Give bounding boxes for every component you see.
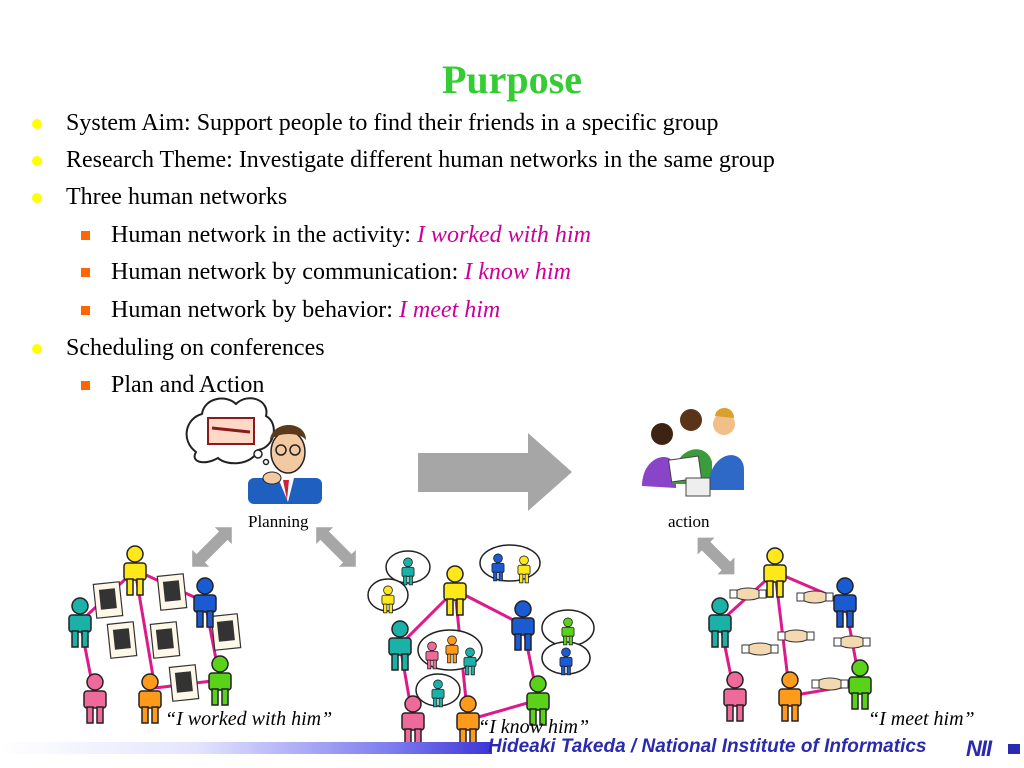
footer-credit: Hideaki Takeda / National Institute of I… [488,736,927,757]
bullet-dot-icon [32,119,42,129]
slide-title: Purpose [442,57,582,102]
bullet-dot-icon [32,156,42,166]
bullet-square-icon [81,306,90,315]
bullet-square-icon [81,231,90,240]
worked-with-label: “I worked with him” [165,708,333,730]
bullet-item: System Aim: Support people to find their… [32,106,719,140]
nii-logo: NII [966,736,992,761]
bullet-square-icon [81,381,90,390]
bullet-dot-icon [32,193,42,203]
meeting-people-illustration [642,407,744,497]
know-network [367,544,595,746]
action-label: action [668,512,710,531]
bidirectional-arrow-icon [697,537,735,575]
sub-bullet-item: Human network in the activity: I worked … [81,218,591,252]
footer-gradient-bar [0,742,492,754]
thinking-man-illustration [185,397,322,504]
bullet-square-icon [81,268,90,277]
bidirectional-arrow-icon [316,527,356,567]
bullet-item: Three human networks [32,180,287,214]
meet-label: “I meet him” [868,708,975,730]
right-arrow-icon [418,433,572,511]
know-label: “I know him” [478,716,590,738]
sub-bullet-item: Human network by behavior: I meet him [81,293,500,327]
bidirectional-arrow-icon [192,527,232,567]
sub-bullet-item: Plan and Action [81,368,264,402]
meet-network [708,547,872,722]
bullet-dot-icon [32,344,42,354]
worked-with-network [68,545,242,724]
bullet-item: Scheduling on conferences [32,331,325,365]
sub-bullet-item: Human network by communication: I know h… [81,255,571,289]
planning-label: Planning [248,512,309,531]
bullet-item: Research Theme: Investigate different hu… [32,143,775,177]
logo-square-icon [1008,744,1020,754]
